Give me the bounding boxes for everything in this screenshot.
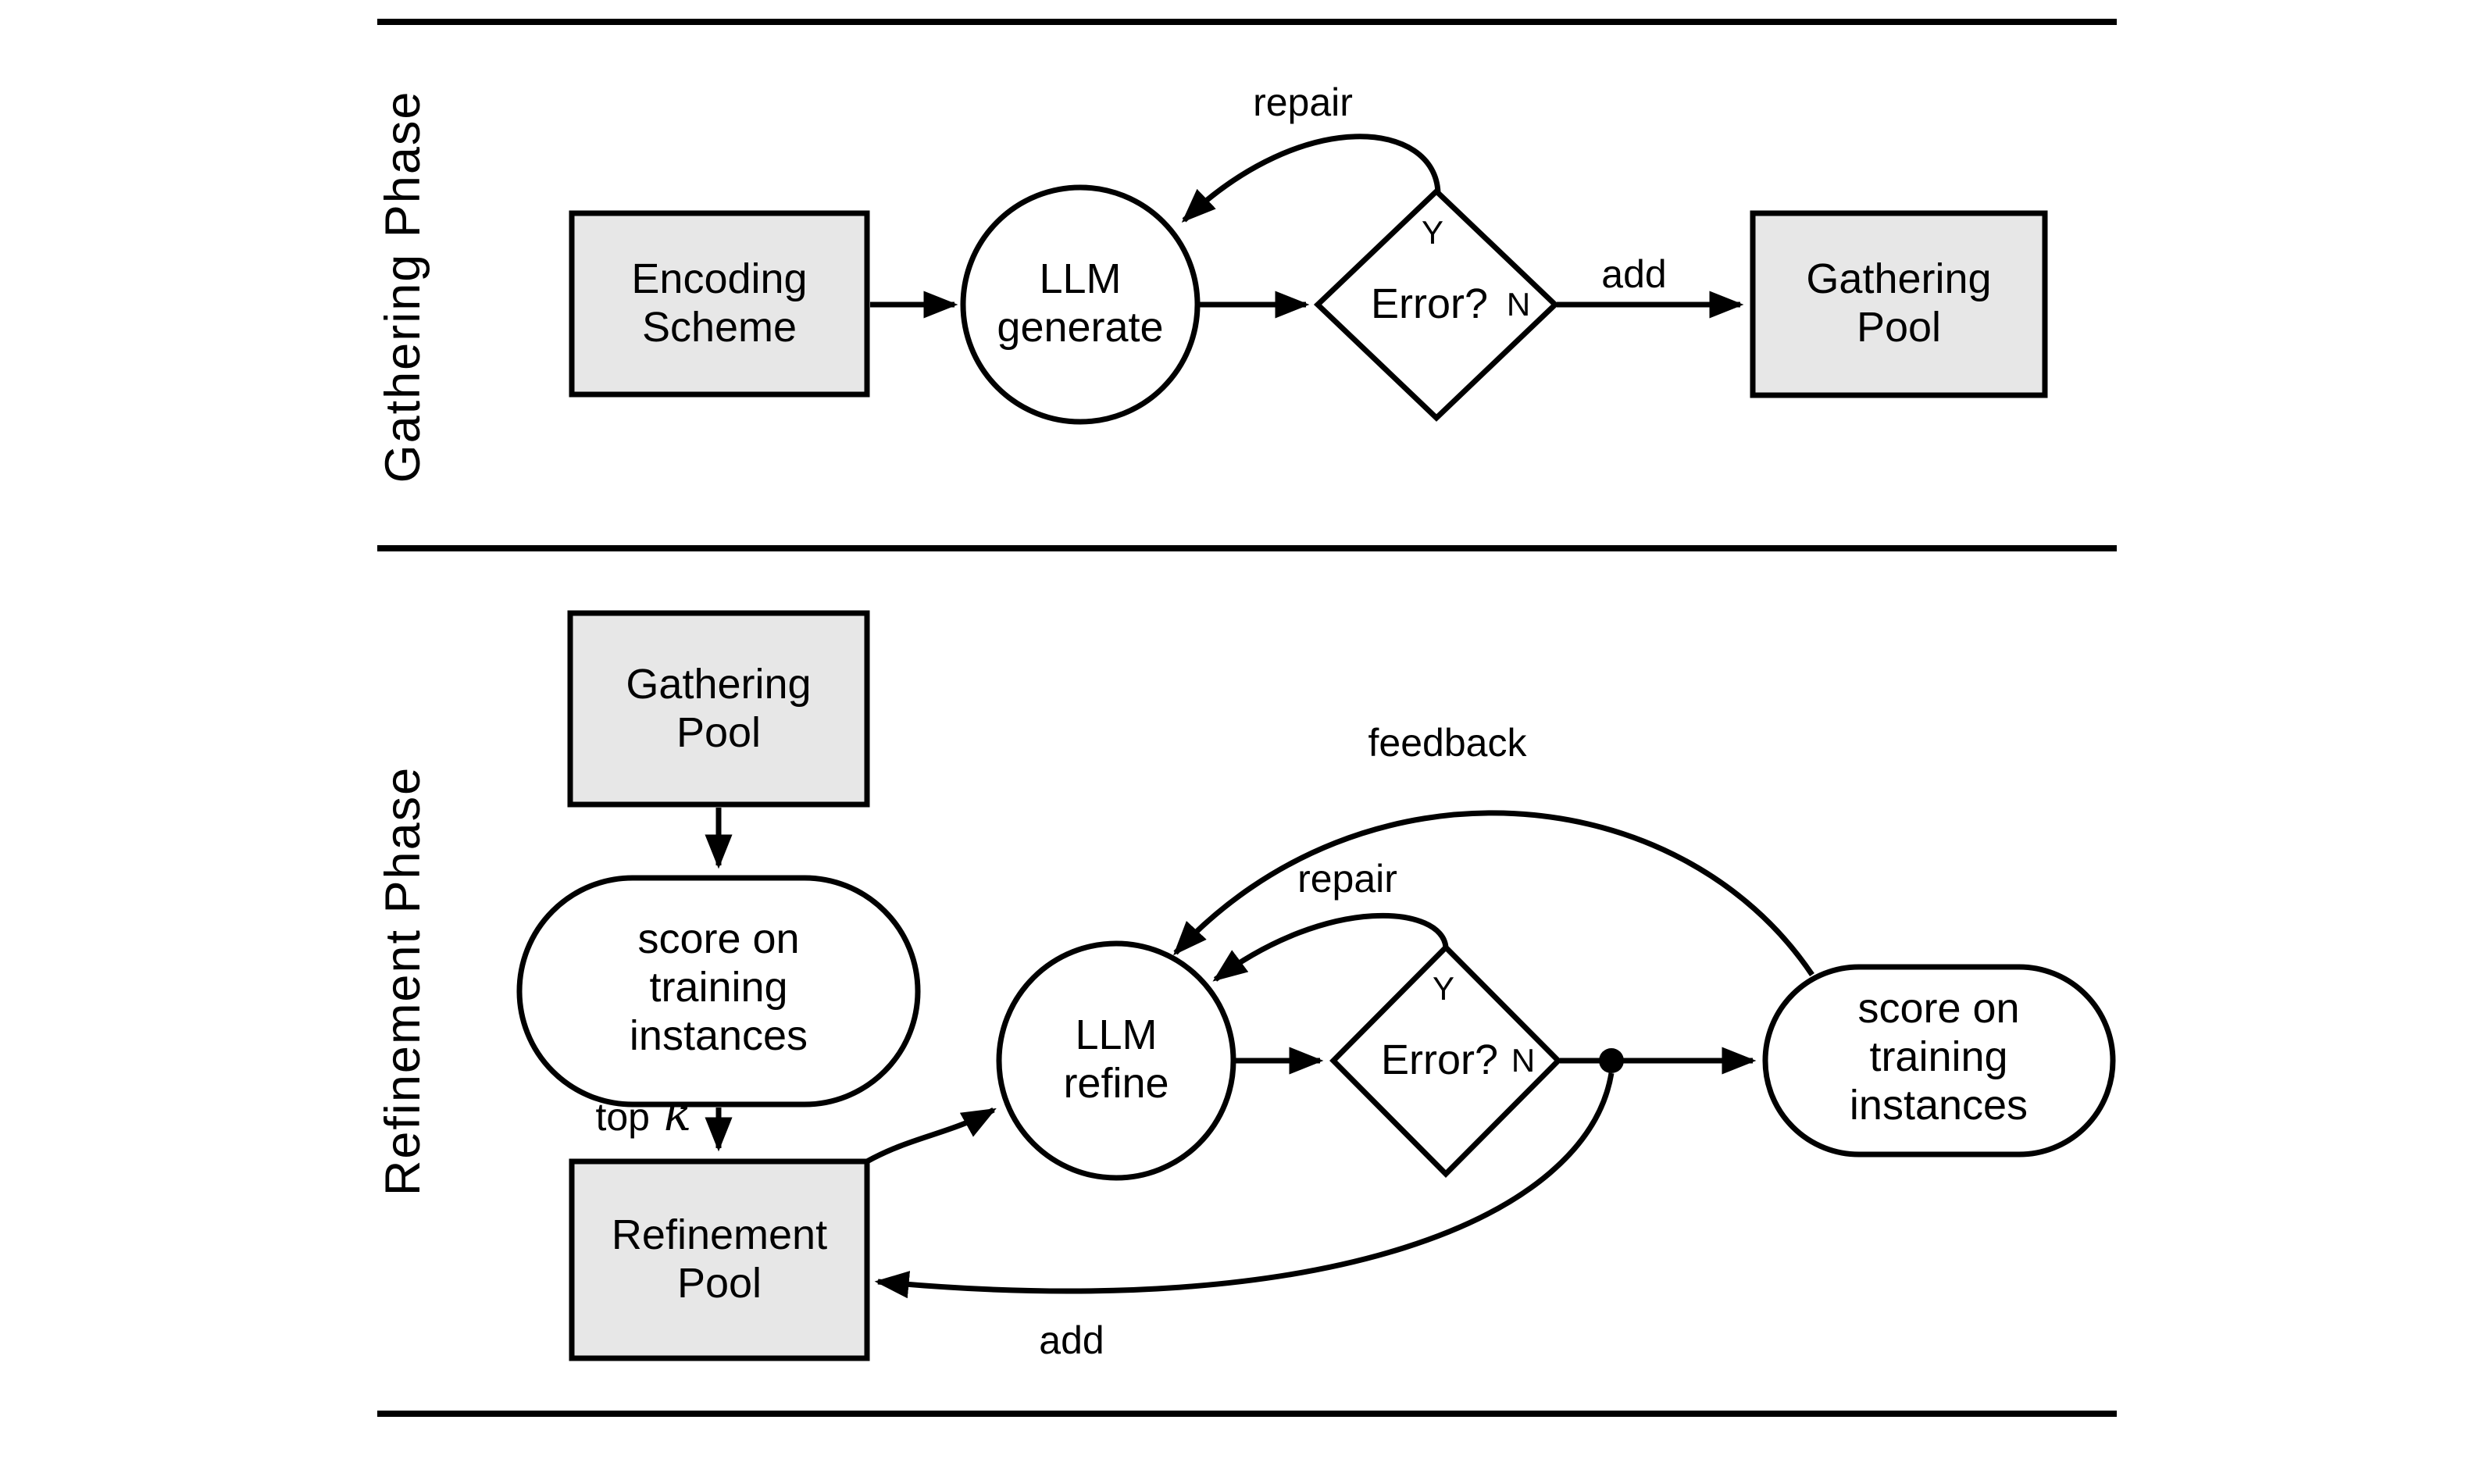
error-no-label-refinement: N [1511, 1042, 1535, 1079]
gathering-phase-label: Gathering Phase [376, 91, 430, 483]
edge-repair-loop-gathering [1181, 134, 1441, 223]
error-diamond-gathering [1313, 187, 1560, 422]
score-right-label-line2: training [1869, 1033, 2007, 1080]
refinement-pool-node: Refinement Pool [569, 1158, 870, 1361]
refinement-pool-label-line1: Refinement [612, 1211, 827, 1258]
gathering-pool-node-refinement: Gathering Pool [567, 610, 870, 808]
llm-refine-label-line2: refine [1063, 1060, 1169, 1107]
gathering-phase-band: Gathering Phase repair add Encoding Sche… [376, 80, 2048, 483]
error-no-label-gathering: N [1507, 286, 1530, 323]
junction-dot [1599, 1048, 1624, 1073]
gathering-pool-refinement-label-line1: Gathering [626, 661, 811, 708]
score-left-label-line1: score on [637, 915, 799, 962]
error-decision-refinement: Error? Y N [1329, 944, 1562, 1178]
llm-generate-node: LLM generate [960, 184, 1201, 425]
error-yes-label-gathering: Y [1422, 214, 1443, 251]
error-yes-label-refinement: Y [1433, 970, 1454, 1007]
refinement-pool-box [569, 1158, 870, 1361]
error-diamond-refinement [1329, 944, 1562, 1178]
llm-generate-label-line2: generate [997, 304, 1163, 351]
score-left-label-line2: training [649, 964, 787, 1011]
edge-refinement-pool-to-llm-refine [865, 1107, 997, 1165]
score-right-label-line1: score on [1857, 985, 2019, 1032]
refinement-pool-label-line2: Pool [677, 1260, 762, 1307]
score-training-right-node: score on training instances [1762, 964, 2116, 1158]
encoding-scheme-node: Encoding Scheme [569, 210, 870, 398]
encoding-scheme-box [569, 210, 870, 398]
error-label-refinement: Error? [1381, 1036, 1498, 1083]
edge-add-to-refinement-pool [874, 1072, 1615, 1299]
gathering-pool-top-label-line2: Pool [1857, 304, 1941, 351]
gathering-pool-refinement-label-line2: Pool [676, 709, 761, 756]
encoding-scheme-label-line2: Scheme [642, 304, 797, 351]
repair-edge-label-gathering: repair [1253, 80, 1353, 124]
gathering-pool-top-label-line1: Gathering [1806, 255, 1991, 302]
score-left-label-line3: instances [630, 1012, 808, 1059]
edge-feedback-loop [1173, 810, 1814, 976]
add-edge-label-gathering: add [1601, 252, 1666, 296]
encoding-scheme-label-line1: Encoding [631, 255, 807, 302]
refinement-phase-label: Refinement Phase [376, 766, 430, 1196]
gathering-pool-box-top [1750, 210, 2048, 398]
score-training-left-stadium [516, 875, 921, 1108]
refinement-phase-band: Refinement Phase feedback repair add top… [376, 610, 2116, 1362]
llm-refine-circle [996, 940, 1236, 1181]
gathering-pool-node-top: Gathering Pool [1750, 210, 2048, 398]
score-training-left-node: score on training instances [516, 875, 921, 1108]
llm-refine-node: LLM refine [996, 940, 1236, 1181]
edge-repair-loop-refinement [1212, 912, 1449, 982]
score-right-label-line3: instances [1850, 1082, 2028, 1129]
feedback-edge-label: feedback [1368, 721, 1528, 765]
llm-refine-label-line1: LLM [1075, 1011, 1157, 1058]
llm-generate-label-line1: LLM [1039, 255, 1121, 302]
score-training-right-stadium [1762, 964, 2116, 1158]
repair-edge-label-refinement: repair [1297, 857, 1397, 901]
add-edge-label-refinement: add [1039, 1318, 1104, 1362]
gathering-pool-box-refinement [567, 610, 870, 808]
llm-generate-circle [960, 184, 1201, 425]
error-label-gathering: Error? [1371, 280, 1488, 327]
error-decision-gathering: Error? Y N [1313, 187, 1560, 422]
